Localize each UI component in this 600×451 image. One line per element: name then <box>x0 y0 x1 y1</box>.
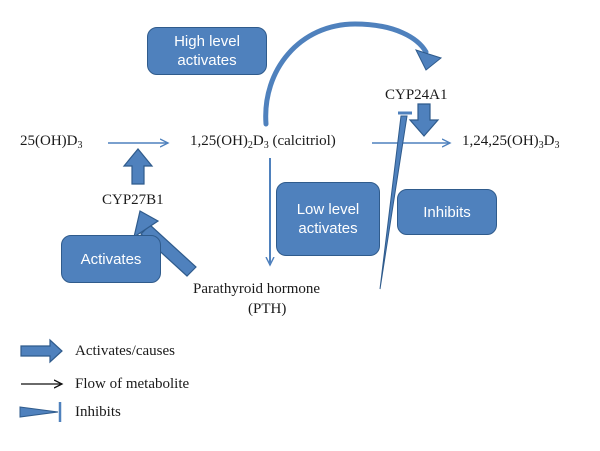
high-level-curve-arrow <box>263 21 429 127</box>
node-25ohd3: 25(OH)D3 <box>20 133 83 151</box>
inhibits-box: Inhibits <box>397 189 497 235</box>
node-pth-name: Parathyroid hormone <box>193 281 321 297</box>
high-level-curve-arrowhead <box>415 49 443 71</box>
legend-inhibits-symbol <box>19 402 62 422</box>
node-cyp24a1: CYP24A1 <box>385 87 448 103</box>
node-calcitriol: 1,25(OH)2D3 (calcitriol) <box>190 133 336 151</box>
cyp27b1-activates-arrow <box>122 148 154 185</box>
node-1-24-25-oh3d3: 1,24,25(OH)3D3 <box>462 133 560 151</box>
legend-activates-label: Activates/causes <box>75 343 175 359</box>
node-pth-abbrev: (PTH) <box>248 301 287 317</box>
legend-activates-symbol <box>20 338 63 364</box>
legend-inhibits-label: Inhibits <box>75 404 121 420</box>
activates-box: Activates <box>61 235 161 283</box>
pth-inhibits-cyp24a1 <box>379 111 412 290</box>
legend-flow-label: Flow of metabolite <box>75 376 190 392</box>
high-level-activates-box: High level activates <box>147 27 267 75</box>
node-cyp27b1: CYP27B1 <box>102 192 164 208</box>
low-level-activates-box: Low level activates <box>276 182 380 256</box>
cyp24a1-activates-arrow <box>408 103 440 137</box>
